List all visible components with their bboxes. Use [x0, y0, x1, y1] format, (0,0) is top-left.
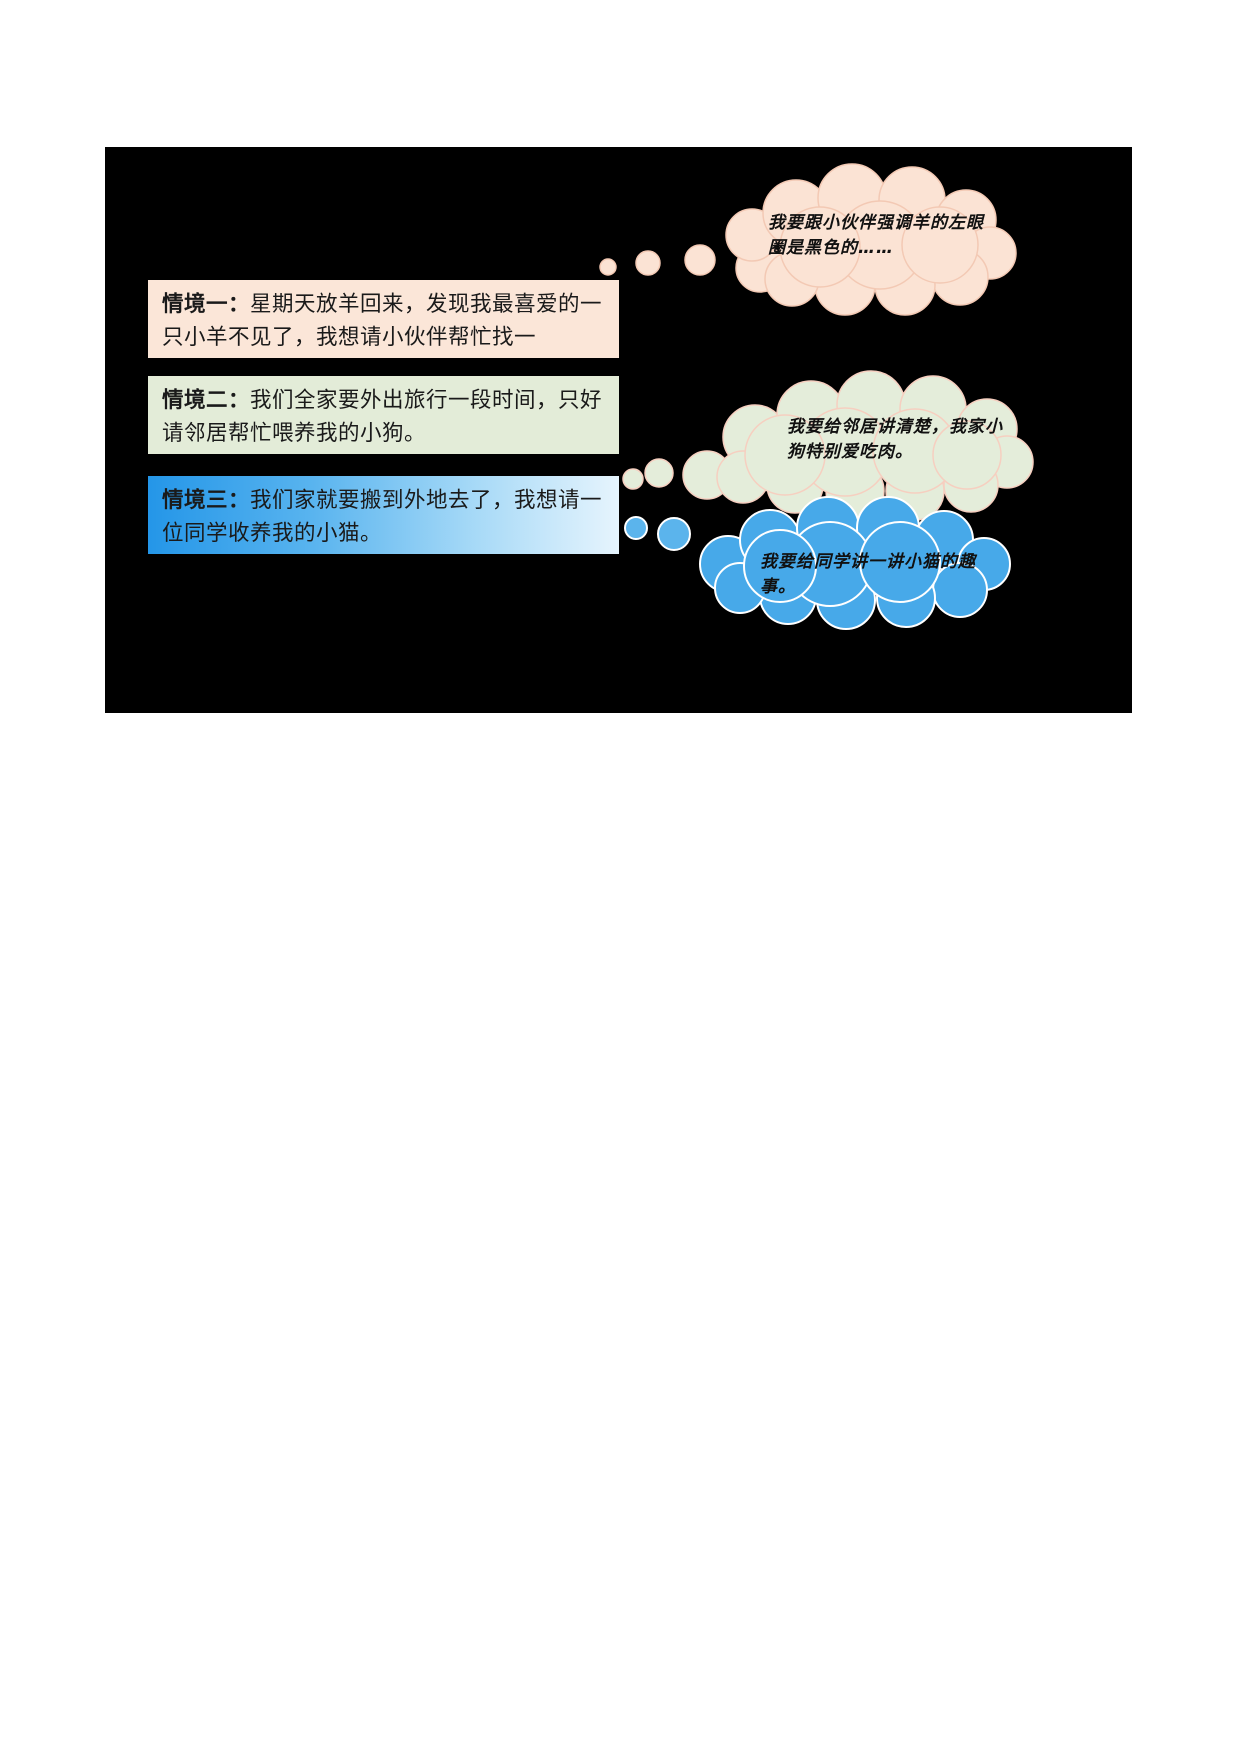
scenario-bar-1: 情境一：星期天放羊回来，发现我最喜爱的一只小羊不见了，我想请小伙伴帮忙找一 — [148, 280, 619, 358]
scenario-2-label: 情境二： — [162, 388, 251, 413]
scenario-bar-2: 情境二：我们全家要外出旅行一段时间，只好请邻居帮忙喂养我的小狗。 — [148, 376, 619, 454]
thought-bubble-cat-shape — [603, 496, 1011, 630]
thought-bubble-sheep-shape — [599, 163, 1017, 316]
slide-canvas: 我要跟小伙伴强调羊的左眼圈是黑色的…… — [105, 147, 1132, 713]
thought-bubble-cat-text: 我要给同学讲一讲小猫的趣事。 — [760, 552, 976, 597]
scenario-2-text: 我们全家要外出旅行一段时间，只好请邻居帮忙喂养我的小狗。 — [162, 388, 603, 446]
thought-bubble-sheep: 我要跟小伙伴强调羊的左眼圈是黑色的…… — [599, 163, 1020, 316]
scenario-1-label: 情境一： — [162, 292, 251, 317]
thought-bubble-dog-shape — [622, 370, 1034, 521]
thought-bubble-dog-text: 我要给邻居讲清楚，我家小狗特别爱吃肉。 — [787, 417, 1003, 462]
scenario-3-text: 我们家就要搬到外地去了，我想请一位同学收养我的小猫。 — [162, 488, 603, 546]
scenario-1-text: 星期天放羊回来，发现我最喜爱的一只小羊不见了，我想请小伙伴帮忙找一 — [162, 292, 603, 350]
thought-bubble-dog: 我要给邻居讲清楚，我家小狗特别爱吃肉。 — [615, 367, 1035, 521]
scenario-3-label: 情境三： — [162, 488, 251, 513]
scenario-bar-3: 情境三：我们家就要搬到外地去了，我想请一位同学收养我的小猫。 — [148, 476, 619, 554]
thought-bubble-sheep-text: 我要跟小伙伴强调羊的左眼圈是黑色的…… — [768, 213, 984, 258]
thought-bubble-cat: 我要给同学讲一讲小猫的趣事。 — [600, 496, 1020, 632]
